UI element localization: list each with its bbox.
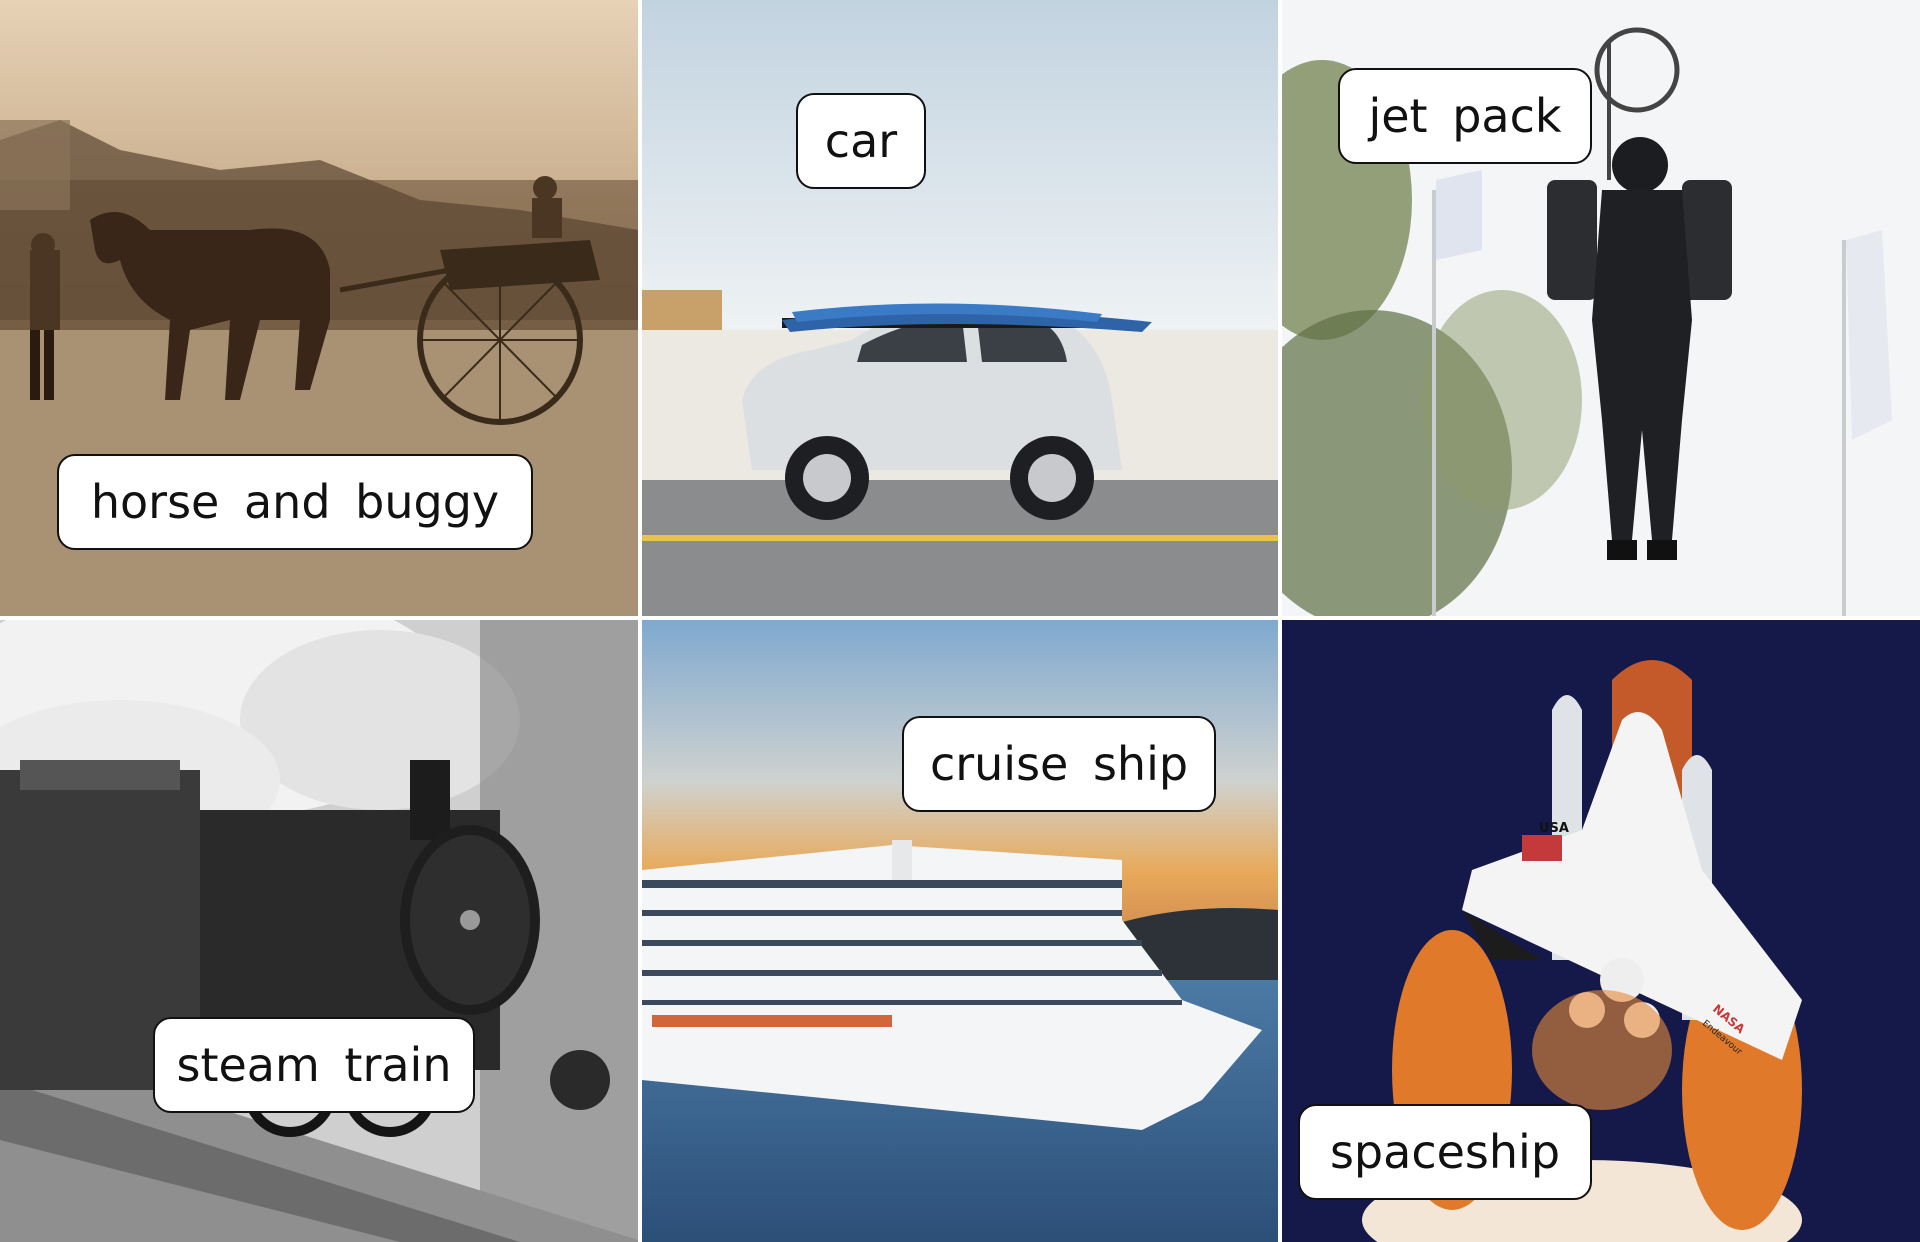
car-image	[642, 0, 1278, 616]
horse-and-buggy-photo: horse and buggy	[0, 0, 638, 616]
spaceship-photo: USA NASA Endeavour spaceship	[1282, 620, 1920, 1242]
steam-train-photo: steam train	[0, 620, 638, 1242]
usa-text: USA	[1539, 821, 1569, 836]
tile-label: jet pack	[1338, 68, 1592, 164]
steam-train-image	[0, 620, 638, 1242]
tile-label: car	[796, 93, 926, 189]
jet-pack-photo: jet pack	[1282, 0, 1920, 616]
cruise-ship-photo: cruise ship	[642, 620, 1278, 1242]
car-photo: car	[642, 0, 1278, 616]
tile-label: spaceship	[1298, 1104, 1592, 1200]
cruise-ship-image	[642, 620, 1278, 1242]
tile-label: steam train	[153, 1017, 475, 1113]
tile-label: horse and buggy	[57, 454, 533, 550]
tile-label: cruise ship	[902, 716, 1216, 812]
